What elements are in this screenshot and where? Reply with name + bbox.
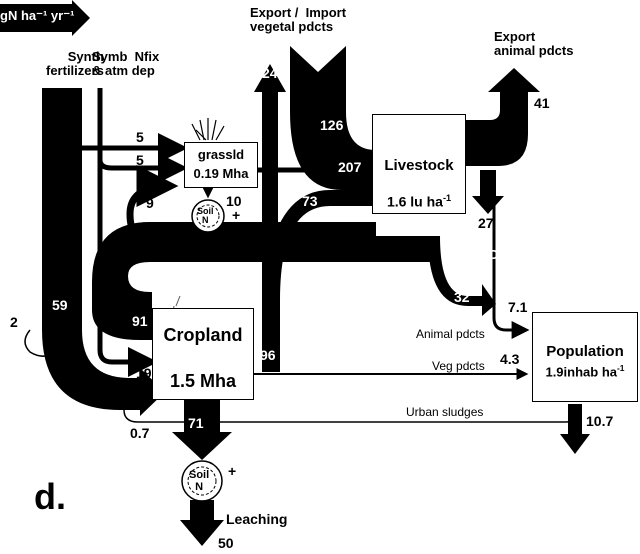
livestock-density: 1.6 lu ha-1 — [373, 193, 465, 210]
val-leaching-soil: 71 — [188, 416, 204, 431]
veg-pdcts-label: Veg pdcts — [432, 360, 485, 373]
val-n2-loss: 32 — [454, 290, 470, 305]
leaching-label: Leaching — [226, 512, 287, 527]
population-node: Population 1.9inhab ha-1 — [532, 312, 638, 402]
symb-source-label: Symb Nfix & atm dep — [92, 50, 159, 77]
nh3-loss-flow — [472, 170, 504, 214]
pop-loss-flow — [560, 404, 590, 454]
cropland-node: Cropland 1.5 Mha — [152, 308, 254, 400]
val-veg-to-pop: 4.3 — [500, 352, 519, 367]
val-grass-soil-sign: + — [232, 208, 240, 223]
val-symb-to-crop: 19 — [136, 366, 152, 381]
export-animal-label: Export animal pdcts — [494, 30, 573, 57]
val-urban-return: 0.7 — [130, 426, 149, 441]
val-animal-to-pop: 7.1 — [508, 300, 527, 315]
val-leaching: 50 — [218, 536, 234, 551]
val-livestock-out: 75 — [474, 140, 490, 155]
livestock-name: Livestock — [373, 157, 465, 174]
val-soil-sign: + — [228, 464, 236, 479]
val-export-veg: 24 — [262, 66, 278, 81]
grassland-name: grassld — [185, 147, 257, 162]
val-symb-to-grass: 5 — [136, 153, 144, 168]
val-livestock-total: 207 — [338, 160, 361, 175]
animal-pdcts-label: Animal pdcts — [416, 328, 485, 341]
export-veg-label: Export / Import vegetal pdcts — [250, 6, 346, 33]
val-pop-loss: 10.7 — [586, 414, 613, 429]
grass-soil-label: Soil N — [197, 207, 214, 226]
grassland-area: 0.19 Mha — [185, 166, 257, 181]
n2-n2o-label: N2,N2O — [456, 248, 499, 265]
val-manure-to-crop: 91 — [132, 314, 148, 329]
val-nh3-loss: 27 — [478, 216, 494, 231]
val-import: 126 — [320, 118, 343, 133]
val-crop-to-livestock: 73 — [302, 194, 318, 209]
unit-label: gN ha⁻¹ yr⁻¹ — [0, 9, 74, 23]
panel-letter: d. — [34, 478, 66, 516]
livestock-node: Livestock 1.6 lu ha-1 — [372, 114, 466, 214]
val-synth-to-crop: 59 — [52, 298, 68, 313]
urban-sludges-label: Urban sludges — [406, 406, 483, 419]
val-synth-to-grass: 5 — [136, 130, 144, 145]
val-left-input: 2 — [10, 315, 18, 330]
val-manure: 132 — [412, 224, 435, 239]
grassland-node: grassld 0.19 Mha — [184, 142, 258, 188]
val-export-animal: 41 — [534, 96, 550, 111]
cropland-area: 1.5 Mha — [153, 371, 253, 392]
val-crop-to-import: 96 — [260, 348, 276, 363]
population-name: Population — [533, 343, 637, 360]
crop-to-livestock-flow — [262, 190, 376, 372]
cropland-name: Cropland — [153, 325, 253, 346]
crop-soil-label: Soil N — [189, 470, 209, 493]
val-grass-to-livestock: 9 — [262, 150, 270, 165]
grass-icon — [192, 118, 224, 140]
val-crop-to-grass: 9 — [146, 196, 154, 211]
population-density: 1.9inhab ha-1 — [533, 363, 637, 379]
